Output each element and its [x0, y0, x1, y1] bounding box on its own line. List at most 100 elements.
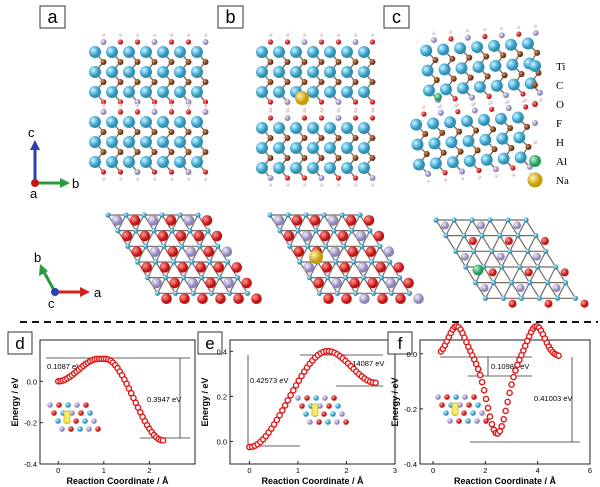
atom-o [241, 277, 252, 289]
atom-f [284, 115, 291, 121]
energy-barrier-label: 0.10986 eV [491, 362, 529, 371]
atom-f [435, 394, 441, 400]
atom-o [139, 230, 151, 242]
atom-ti [500, 295, 507, 301]
atom-ti [489, 248, 495, 254]
inset-structure [47, 402, 101, 432]
atom-ti [307, 275, 313, 281]
atom-f [202, 109, 209, 115]
atom-o [56, 402, 62, 408]
atom-o [318, 115, 325, 121]
atom-h [472, 101, 476, 106]
atom-ti [497, 233, 503, 239]
atom-ti [509, 280, 515, 286]
atom-ti [341, 142, 353, 154]
data-point [486, 413, 494, 420]
atom-ti [307, 46, 319, 58]
atom-h [302, 109, 307, 113]
atom-ti [471, 248, 477, 254]
atom-ti [190, 290, 197, 296]
atom-f [187, 277, 198, 289]
atom-c [117, 129, 124, 135]
atom-f [69, 410, 75, 416]
bond [181, 230, 191, 247]
atom-o [231, 262, 242, 273]
atom-ti [169, 228, 175, 234]
atom-c [450, 75, 457, 82]
atom-h [523, 98, 527, 102]
atom-ti [453, 248, 459, 254]
atom-ti [115, 228, 121, 234]
legend-swatch-h [533, 140, 537, 144]
atom-ti [273, 66, 285, 78]
atom-ti [349, 228, 355, 234]
atom-ti [518, 295, 525, 301]
atom-ti [517, 264, 523, 270]
structure-b-top-view [267, 212, 424, 305]
atom-c [335, 79, 342, 85]
data-point [372, 379, 379, 387]
x-tick-label: 1 [102, 466, 106, 475]
bond [471, 219, 483, 236]
atom-c [100, 79, 107, 85]
atom-c [267, 59, 274, 65]
atom-ti [489, 59, 502, 72]
atom-o [461, 410, 467, 416]
atom-o [121, 230, 133, 242]
atom-c [352, 59, 359, 65]
atom-f [516, 284, 525, 293]
bond [189, 214, 199, 231]
atom-c [100, 59, 107, 65]
atom-ti [307, 66, 319, 78]
atom-ti [443, 233, 449, 239]
legend-label-c: C [556, 80, 563, 92]
atom-ti [341, 162, 353, 174]
atom-f [295, 395, 301, 401]
y-axis-label: Energy / eV [10, 377, 20, 426]
atom-o [488, 268, 497, 277]
atom-h [336, 33, 341, 37]
atom-h [285, 109, 290, 113]
data-point [555, 352, 562, 359]
atom-ti [290, 66, 302, 78]
atom-ti [506, 58, 519, 71]
bond [489, 219, 501, 236]
atom-c [457, 148, 464, 155]
atom-f [460, 252, 469, 261]
atom-ti [123, 66, 135, 78]
atom-c [301, 79, 308, 85]
atom-h [135, 33, 140, 37]
atom-ti [307, 162, 319, 174]
atom-o [233, 293, 244, 305]
atom-f [147, 215, 159, 226]
atom-h [506, 99, 510, 103]
panel-label-c: c [383, 5, 410, 29]
atom-ti [324, 122, 336, 134]
atom-o [251, 293, 262, 305]
bond [228, 277, 239, 294]
atom-c [432, 57, 439, 64]
atom-f [223, 277, 234, 289]
atom-c [202, 79, 209, 85]
atom-c [433, 76, 440, 83]
atom-ti [273, 46, 285, 58]
bond [343, 230, 353, 247]
x-tick-label: 1 [296, 466, 300, 475]
atom-c [352, 155, 359, 161]
atom-c [185, 79, 192, 85]
bond [199, 230, 209, 247]
bond [509, 250, 521, 268]
atom-c [202, 129, 209, 135]
atom-ti [161, 243, 167, 249]
atom-ti [324, 86, 336, 98]
atom-h [370, 183, 375, 187]
atom-o [177, 262, 188, 273]
y-tick-label: 0.0 [27, 377, 37, 386]
atom-o [524, 268, 533, 277]
atom-o [352, 115, 359, 121]
atom-f [149, 246, 161, 258]
atom-o [393, 262, 405, 273]
legend-swatch-c [532, 82, 538, 88]
atom-c [449, 55, 456, 62]
atom-ti [513, 131, 526, 144]
